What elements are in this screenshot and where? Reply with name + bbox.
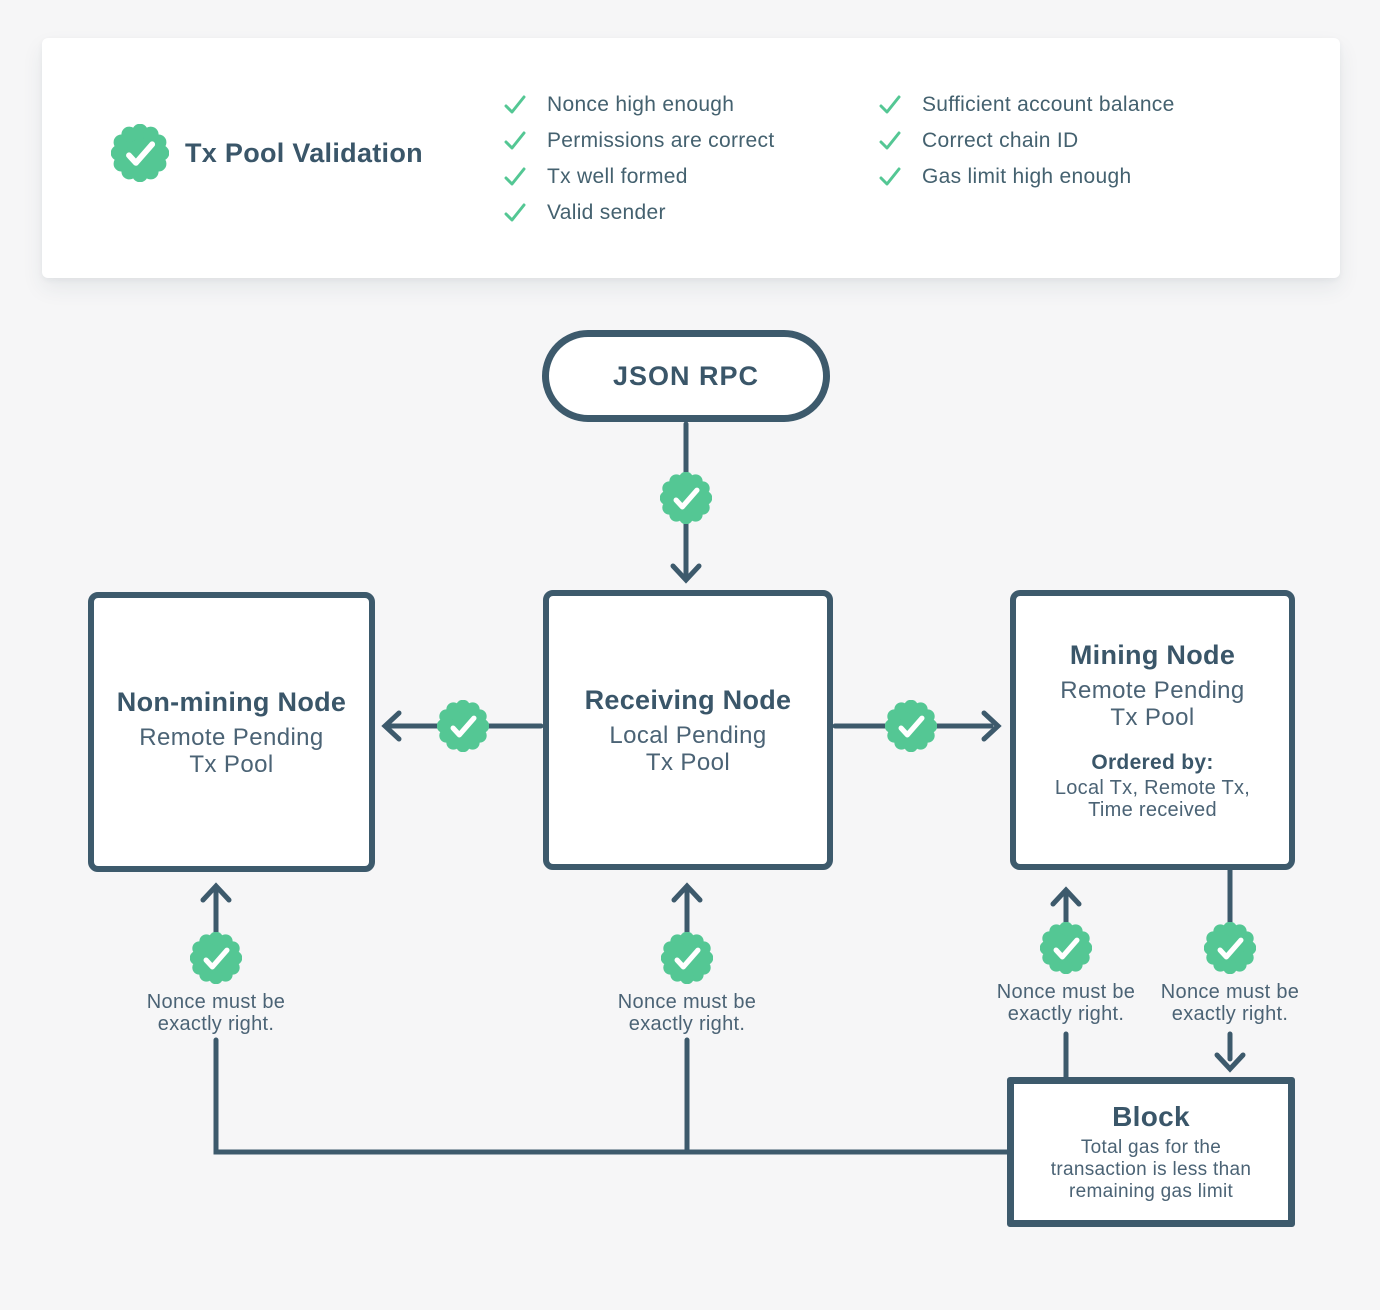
node-subtitle: Remote Pending Tx Pool	[139, 724, 323, 778]
checklist-label: Permissions are correct	[547, 129, 775, 152]
nonce-note: Nonce must be exactly right.	[1120, 981, 1340, 1025]
nonce-note-line: Nonce must be	[146, 991, 286, 1013]
non-mining-node-box: Non-mining Node Remote Pending Tx Pool	[88, 592, 375, 872]
nonce-note-line: exactly right.	[157, 1013, 275, 1035]
block-description-line: transaction is less than	[1050, 1159, 1252, 1180]
subtitle-line: Tx Pool	[189, 750, 274, 778]
nonce-note-line: exactly right.	[628, 1013, 746, 1035]
check-icon	[879, 95, 901, 114]
check-icon	[504, 203, 526, 222]
checklist-item: Nonce high enough	[503, 87, 774, 123]
nonce-note: Nonce must be exactly right.	[106, 991, 326, 1035]
mining-node-box: Mining Node Remote Pending Tx Pool Order…	[1010, 590, 1295, 870]
nonce-note-line: Nonce must be	[1160, 981, 1300, 1003]
check-seal-icon	[111, 124, 169, 182]
json-rpc-label: JSON RPC	[612, 360, 760, 391]
block-description-line: remaining gas limit	[1068, 1181, 1234, 1202]
checklist-item: Valid sender	[503, 195, 774, 231]
checklist-label: Gas limit high enough	[922, 165, 1132, 188]
nonce-note: Nonce must be exactly right.	[577, 991, 797, 1035]
check-icon	[879, 131, 901, 150]
block-description-line: Total gas for the	[1080, 1137, 1222, 1158]
node-title: Receiving Node	[584, 684, 792, 715]
check-seal-icon	[661, 932, 713, 984]
nonce-note-line: exactly right.	[1007, 1003, 1125, 1025]
checklist-label: Nonce high enough	[547, 93, 735, 116]
legend-title: Tx Pool Validation	[185, 138, 423, 168]
ordered-by-label: Ordered by:	[1091, 750, 1214, 774]
checklist-item: Sufficient account balance	[878, 87, 1175, 123]
nonce-note-line: Nonce must be	[996, 981, 1136, 1003]
checklist-label: Sufficient account balance	[922, 93, 1175, 116]
subtitle-line: Local Pending	[609, 721, 767, 749]
subtitle-line: Tx Pool	[645, 748, 731, 776]
checklist-item: Tx well formed	[503, 159, 774, 195]
nonce-note: Nonce must be exactly right.	[956, 981, 1176, 1025]
subtitle-line: Remote Pending	[1060, 676, 1245, 704]
node-subtitle: Remote Pending Tx Pool	[1060, 677, 1244, 731]
block-box: Block Total gas for the transaction is l…	[1007, 1077, 1295, 1227]
check-seal-icon	[1204, 922, 1256, 974]
ordered-by-line: Time received	[1088, 798, 1217, 821]
check-seal-icon	[660, 472, 712, 524]
checklist-label: Tx well formed	[547, 165, 688, 188]
node-title: Non-mining Node	[116, 686, 347, 717]
subtitle-line: Tx Pool	[1110, 703, 1195, 731]
legend-checklist-column-2: Sufficient account balance Correct chain…	[878, 87, 1175, 195]
node-title: Mining Node	[1069, 639, 1236, 670]
check-seal-icon	[1040, 922, 1092, 974]
ordered-by-section: Ordered by: Local Tx, Remote Tx, Time re…	[1055, 751, 1250, 821]
json-rpc-node: JSON RPC	[542, 330, 830, 422]
check-icon	[504, 95, 526, 114]
nonce-note-line: Nonce must be	[617, 991, 757, 1013]
legend-checklist-column-1: Nonce high enough Permissions are correc…	[503, 87, 774, 231]
subtitle-line: Remote Pending	[139, 723, 324, 751]
checklist-label: Correct chain ID	[922, 129, 1079, 152]
receiving-node-box: Receiving Node Local Pending Tx Pool	[543, 590, 833, 870]
node-subtitle: Local Pending Tx Pool	[609, 722, 766, 776]
checklist-label: Valid sender	[547, 201, 666, 224]
checklist-item: Gas limit high enough	[878, 159, 1175, 195]
check-seal-icon	[885, 700, 937, 752]
check-icon	[504, 131, 526, 150]
legend-card: Tx Pool Validation Nonce high enough Per…	[42, 38, 1340, 278]
check-seal-icon	[190, 932, 242, 984]
check-seal-icon	[437, 700, 489, 752]
checklist-item: Permissions are correct	[503, 123, 774, 159]
check-icon	[504, 167, 526, 186]
nonce-note-line: exactly right.	[1171, 1003, 1289, 1025]
check-icon	[879, 167, 901, 186]
ordered-by-line: Local Tx, Remote Tx,	[1054, 776, 1251, 799]
node-title: Block	[1112, 1101, 1190, 1132]
checklist-item: Correct chain ID	[878, 123, 1175, 159]
